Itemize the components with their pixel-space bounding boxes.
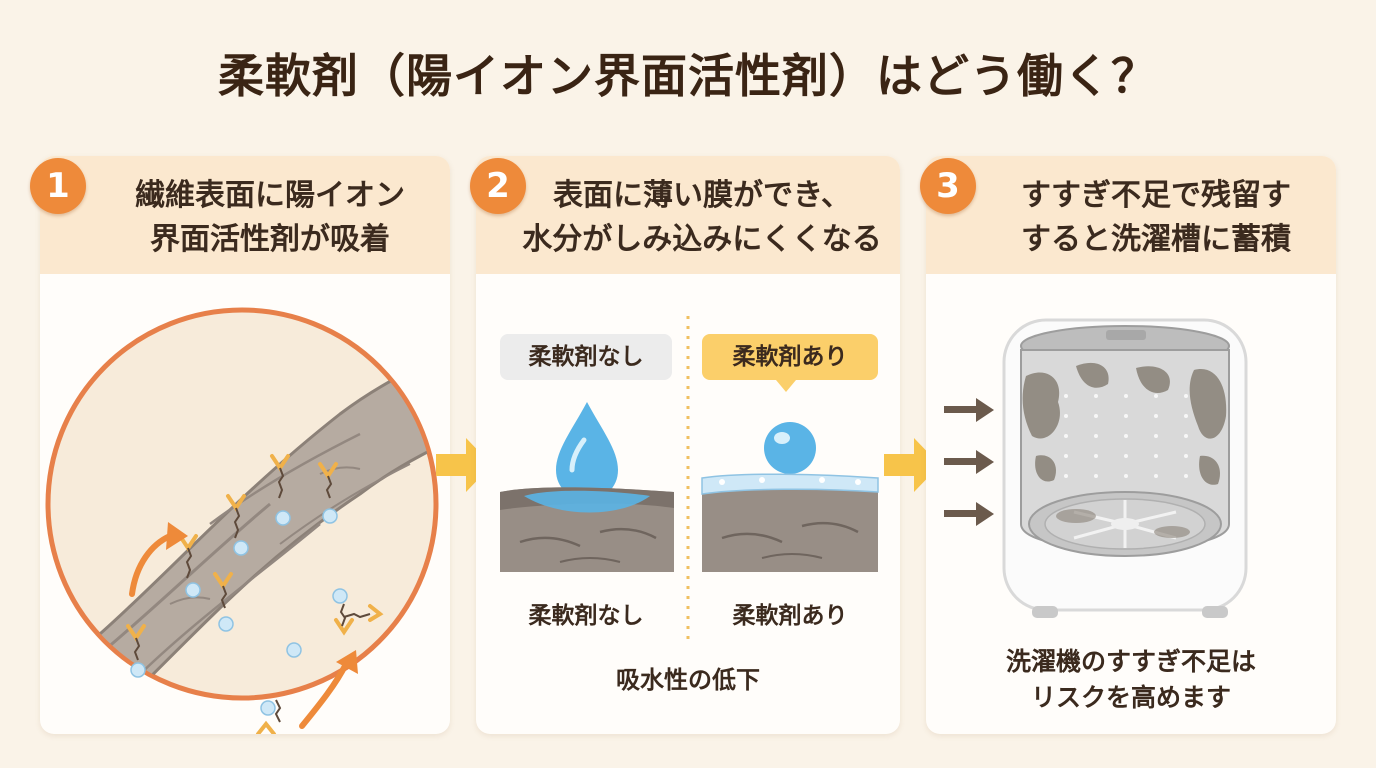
with-softener-label: 柔軟剤あり [732, 603, 848, 629]
without-softener-chip: 柔軟剤なし [500, 334, 672, 380]
step-2-number-badge: 2 [470, 158, 526, 214]
step-3-header: すすぎ不足で残留す すると洗濯槽に蓄積 [926, 156, 1336, 274]
dotted-divider [686, 316, 690, 646]
step-1-header: 繊維表面に陽イオン 界面活性剤が吸着 [40, 156, 450, 274]
step-1-panel: 繊維表面に陽イオン 界面活性剤が吸着 [40, 156, 450, 734]
step-3-panel: すすぎ不足で残留す すると洗濯槽に蓄積 [926, 156, 1336, 734]
step-3-title-line-2: すると洗濯槽に蓄積 [1021, 222, 1291, 257]
step-1-title-line-1: 繊維表面に陽イオン [135, 178, 405, 213]
risk-caption-line-1: 洗濯機のすすぎ不足は [1005, 647, 1256, 676]
page-title: 柔軟剤（陽イオン界面活性剤）はどう働く？ [218, 49, 1158, 103]
step-1-title-line-2: 界面活性剤が吸着 [150, 222, 390, 257]
step-2-header: 表面に薄い膜ができ、 水分がしみ込みにくくなる [476, 156, 900, 274]
washing-drum-illustration [944, 318, 1248, 618]
step-1-number-badge: 1 [30, 158, 86, 214]
step-2-title-line-1: 表面に薄い膜ができ、 [553, 178, 851, 213]
chip-pointer [776, 380, 796, 392]
step-2-title-line-2: 水分がしみ込みにくくなる [522, 222, 882, 257]
step-2-panel: 表面に薄い膜ができ、 水分がしみ込みにくくなる 柔軟剤なし 柔軟剤あり 柔軟剤な… [476, 156, 900, 734]
with-softener-chip: 柔軟剤あり [702, 334, 878, 380]
step-3-title-line-1: すすぎ不足で残留す [1021, 178, 1291, 213]
absorbency-caption: 吸水性の低下 [616, 666, 760, 694]
step-3-number-badge: 3 [920, 158, 976, 214]
fiber-closeup-illustration [45, 307, 439, 734]
coated-fabric-illustration [701, 422, 879, 572]
risk-caption-line-2: リスクを高めます [1030, 683, 1231, 712]
absorbing-fabric-illustration [500, 402, 674, 572]
risk-caption: 洗濯機のすすぎ不足は リスクを高めます [926, 644, 1336, 716]
without-softener-label: 柔軟剤なし [528, 603, 644, 629]
